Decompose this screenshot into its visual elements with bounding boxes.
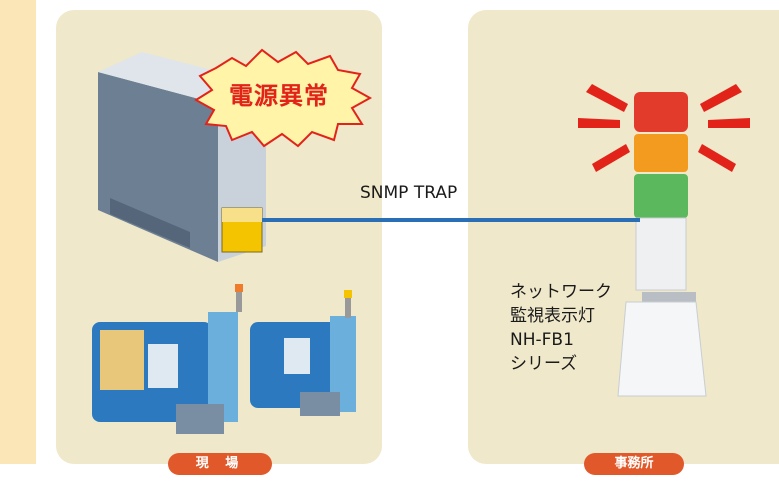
flash-rays-icon [578,84,750,172]
alert-burst-icon [194,48,373,148]
snmp-label: SNMP TRAP [360,183,458,203]
left-accent-stripe [0,0,36,464]
device-name-label: ネットワーク 監視表示灯 NH-FB1 シリーズ [510,280,612,376]
device-name-line: NH-FB1 [510,330,574,350]
device-name-line: ネットワーク [510,282,612,302]
snmp-link-line [262,218,640,222]
device-name-line: 監視表示灯 [510,306,595,326]
office-tab-label: 事務所 [584,453,684,475]
device-name-line: シリーズ [510,354,578,374]
signal-tower-icon [617,92,707,397]
site-tab-label: 現 場 [168,453,272,475]
machine-tools-icon [92,284,356,434]
alert-text: 電源異常 [229,82,329,110]
